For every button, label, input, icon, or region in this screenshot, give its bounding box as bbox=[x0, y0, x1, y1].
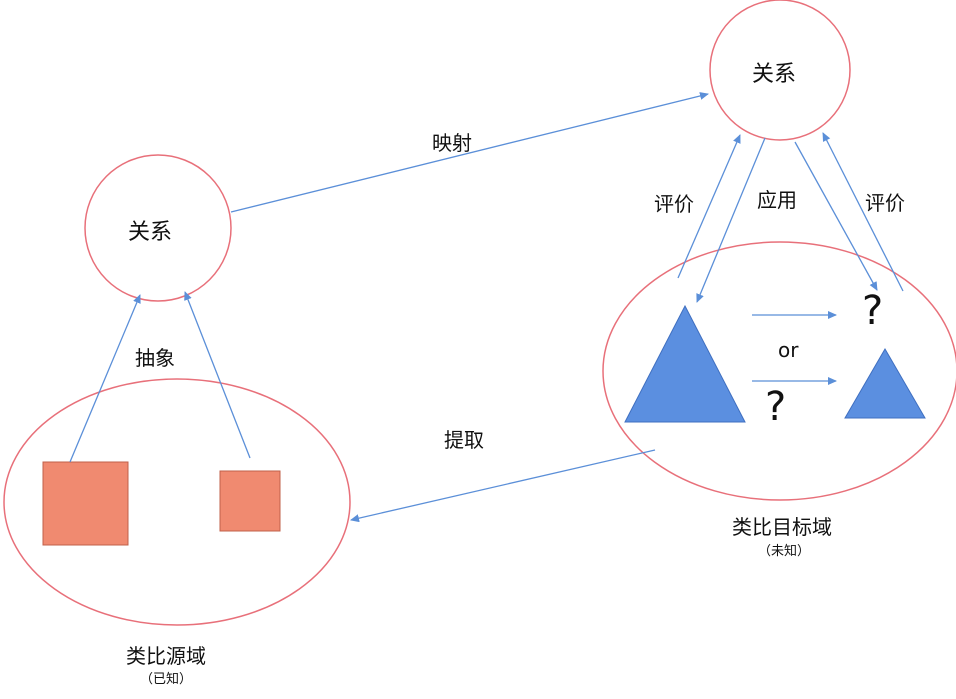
target-relation-circle bbox=[709, 0, 851, 141]
source-relation-circle bbox=[84, 154, 232, 302]
source-square-large bbox=[42, 461, 129, 546]
abstraction-arrow-left bbox=[69, 294, 141, 463]
evaluate-arrow-right bbox=[822, 132, 904, 292]
target-relation-label: 关系 bbox=[752, 62, 797, 87]
source-domain-note: （已知） bbox=[140, 672, 193, 687]
abstraction-arrow-right bbox=[184, 291, 251, 459]
mapping-arrow bbox=[230, 92, 709, 213]
apply-arrow-right bbox=[794, 141, 878, 291]
source-domain-ellipse bbox=[3, 378, 351, 626]
target-domain-note: （未知） bbox=[758, 544, 811, 559]
target-domain-label: 类比目标域 bbox=[732, 515, 832, 539]
target-domain-ellipse bbox=[602, 241, 956, 501]
source-domain-label: 类比源域 bbox=[126, 644, 206, 668]
target-triangle-large bbox=[624, 304, 746, 423]
extraction-label: 提取 bbox=[444, 428, 484, 452]
unknown-bottom: ? bbox=[765, 384, 787, 430]
target-triangle-small bbox=[844, 348, 926, 419]
or-label: or bbox=[778, 338, 799, 362]
abstraction-label: 抽象 bbox=[135, 346, 175, 370]
source-relation-label: 关系 bbox=[128, 220, 173, 245]
evaluate-arrow-left bbox=[677, 134, 741, 279]
source-square-small bbox=[219, 470, 281, 532]
evaluate-right-label: 评价 bbox=[865, 191, 905, 215]
mapping-label: 映射 bbox=[432, 131, 472, 155]
apply-arrow bbox=[696, 137, 766, 303]
evaluate-left-label: 评价 bbox=[654, 192, 694, 216]
apply-label: 应用 bbox=[757, 188, 797, 212]
unknown-top: ? bbox=[862, 288, 884, 334]
extraction-arrow bbox=[350, 449, 656, 523]
